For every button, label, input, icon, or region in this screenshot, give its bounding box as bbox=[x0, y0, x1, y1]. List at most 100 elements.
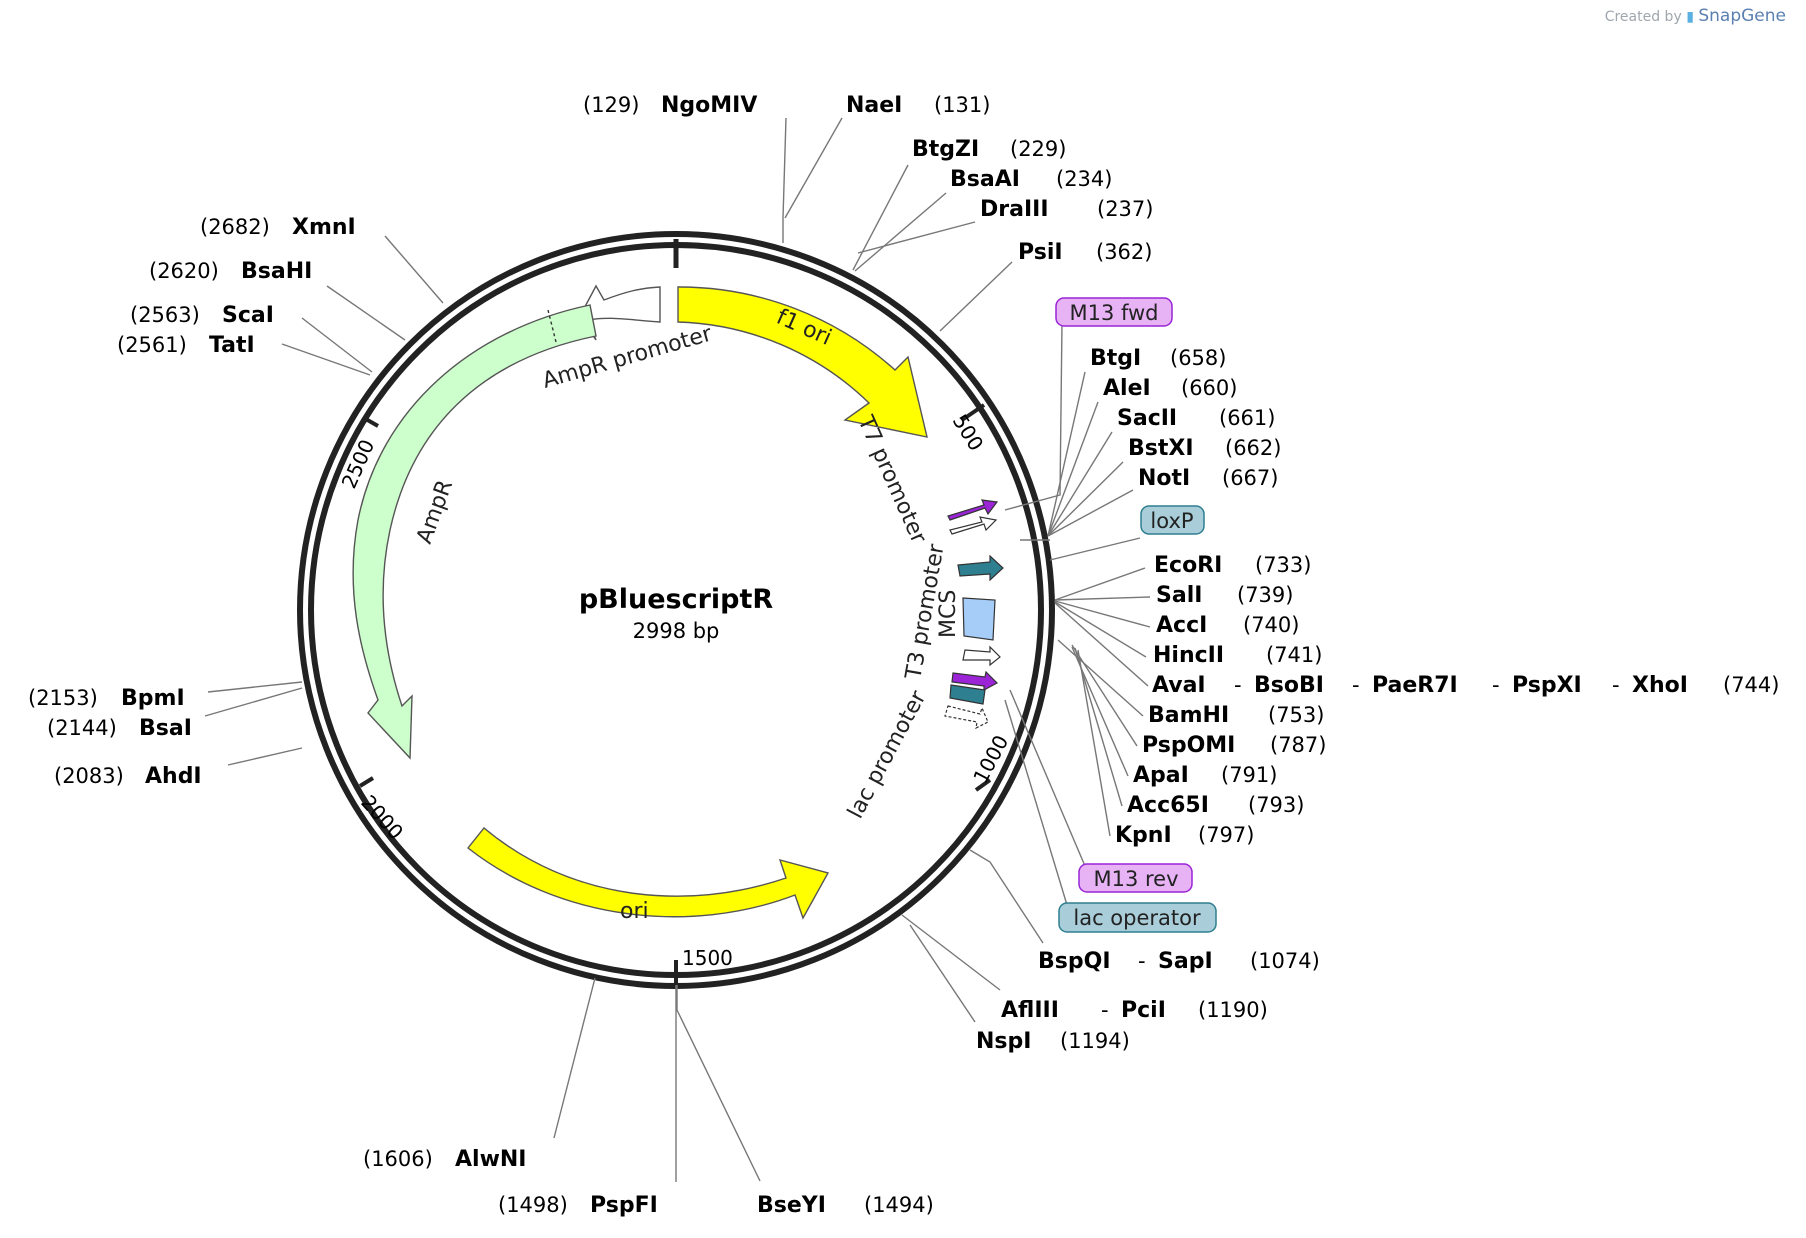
site-bsaai-name[interactable]: BsaAI bbox=[950, 167, 1020, 192]
site-xhoi-name[interactable]: XhoI bbox=[1632, 673, 1688, 698]
lac-promoter-arrow bbox=[944, 705, 989, 730]
site-bamhi-name[interactable]: BamHI bbox=[1148, 703, 1229, 728]
site-avai-dash-4: - bbox=[1612, 673, 1620, 697]
site-bsahi-pos: (2620) bbox=[149, 259, 219, 283]
site-draiii-name[interactable]: DraIII bbox=[980, 197, 1049, 222]
loxp-label: loxP bbox=[1150, 509, 1193, 533]
site-bseyi-name[interactable]: BseYI bbox=[757, 1193, 826, 1218]
loxp-feature-box[interactable]: loxP bbox=[1140, 505, 1205, 535]
site-bstxi-pos: (662) bbox=[1225, 436, 1281, 460]
site-scai-name[interactable]: ScaI bbox=[222, 303, 274, 328]
site-kpni-name[interactable]: KpnI bbox=[1115, 823, 1172, 848]
site-xmni-name[interactable]: XmnI bbox=[292, 215, 356, 240]
site-bamhi-pos: (753) bbox=[1268, 703, 1324, 727]
leader-m13-rev bbox=[1009, 689, 1086, 867]
plasmid-name: pBluescriptR bbox=[579, 584, 774, 615]
site-alei-name[interactable]: AleI bbox=[1103, 376, 1151, 401]
site-avai-dash-2: - bbox=[1352, 673, 1360, 697]
leader-noti bbox=[1047, 489, 1134, 537]
leader-bseyi bbox=[676, 985, 761, 1182]
m13-fwd-label: M13 fwd bbox=[1069, 301, 1158, 325]
site-alwni-name[interactable]: AlwNI bbox=[455, 1147, 527, 1172]
site-ahdi-name[interactable]: AhdI bbox=[145, 764, 202, 789]
site-sacii-name[interactable]: SacII bbox=[1117, 406, 1177, 431]
site-pspomi-name[interactable]: PspOMI bbox=[1142, 733, 1235, 758]
site-ecori-pos: (733) bbox=[1255, 553, 1311, 577]
t3-promoter-arrow bbox=[962, 645, 1001, 667]
snapgene-logo-icon: ▮ bbox=[1686, 9, 1694, 25]
leader-btgi bbox=[1047, 371, 1086, 537]
site-alwni-pos: (1606) bbox=[363, 1147, 433, 1171]
site-hincii-name[interactable]: HincII bbox=[1153, 643, 1224, 668]
site-apai-name[interactable]: ApaI bbox=[1133, 763, 1189, 788]
site-ngomiv-name[interactable]: NgoMIV bbox=[661, 93, 757, 118]
site-bsai-pos: (2144) bbox=[47, 716, 117, 740]
site-pspxi-name[interactable]: PspXI bbox=[1512, 673, 1582, 698]
site-bsobi-name[interactable]: BsoBI bbox=[1254, 673, 1324, 698]
site-avai-group-pos: (744) bbox=[1723, 673, 1779, 697]
site-sali-name[interactable]: SalI bbox=[1156, 583, 1202, 608]
lac-operator-feature-box[interactable]: lac operator bbox=[1058, 902, 1217, 933]
ori-feature[interactable] bbox=[467, 827, 830, 920]
tick-500-mark bbox=[960, 403, 986, 422]
site-xmni-pos: (2682) bbox=[200, 215, 270, 239]
ampr-promoter-feature[interactable] bbox=[579, 284, 661, 341]
ori-label: ori bbox=[620, 899, 649, 924]
ampr-feature[interactable] bbox=[352, 304, 597, 760]
t7-promoter-arrow bbox=[949, 516, 998, 535]
m13-rev-primer[interactable]: M13 rev bbox=[1078, 863, 1193, 893]
site-btgzi-name[interactable]: BtgZI bbox=[912, 137, 979, 162]
site-bseyi-pos: (1494) bbox=[864, 1193, 934, 1217]
site-naei-pos: (131) bbox=[934, 93, 990, 117]
m13-fwd-primer[interactable]: M13 fwd bbox=[1055, 297, 1173, 327]
leader-bsai bbox=[204, 687, 303, 717]
mcs-box bbox=[962, 597, 996, 641]
site-draiii-pos: (237) bbox=[1097, 197, 1153, 221]
site-noti-name[interactable]: NotI bbox=[1138, 466, 1190, 491]
leader-bspqi bbox=[969, 849, 1044, 944]
watermark-brand: SnapGene bbox=[1698, 6, 1786, 26]
site-pspfi-name[interactable]: PspFI bbox=[590, 1193, 658, 1218]
site-noti-pos: (667) bbox=[1222, 466, 1278, 490]
site-bspqi-name[interactable]: BspQI bbox=[1038, 949, 1111, 974]
plasmid-size: 2998 bp bbox=[633, 619, 720, 643]
site-nspi-name[interactable]: NspI bbox=[976, 1029, 1031, 1054]
leader-bsaai bbox=[854, 192, 947, 272]
leader-bsahi bbox=[326, 285, 406, 341]
site-psii-name[interactable]: PsiI bbox=[1018, 240, 1063, 265]
site-bspqi-sapi-pos: (1074) bbox=[1250, 949, 1320, 973]
site-bsahi-name[interactable]: BsaHI bbox=[241, 259, 312, 284]
site-btgi-name[interactable]: BtgI bbox=[1090, 346, 1141, 371]
loxp-arrow bbox=[957, 554, 1004, 582]
leader-bstxi bbox=[1047, 461, 1124, 537]
site-tati-name[interactable]: TatI bbox=[209, 333, 255, 358]
lac-promoter-label: lac promoter bbox=[843, 686, 932, 823]
site-afliii-name[interactable]: AflIII bbox=[1001, 998, 1059, 1023]
site-ecori-name[interactable]: EcoRI bbox=[1154, 553, 1222, 578]
site-bpmi-name[interactable]: BpmI bbox=[121, 686, 185, 711]
m13-fwd-arrow bbox=[947, 499, 999, 521]
leader-afliii bbox=[901, 914, 1001, 991]
site-acci-name[interactable]: AccI bbox=[1156, 613, 1207, 638]
tick-2500-mark bbox=[363, 416, 379, 428]
site-sapi-name[interactable]: SapI bbox=[1158, 949, 1213, 974]
site-afliii-dash: - bbox=[1101, 998, 1109, 1022]
leader-alei bbox=[1047, 401, 1099, 537]
leader-nspi bbox=[909, 924, 976, 1023]
site-tati-pos: (2561) bbox=[117, 333, 187, 357]
site-bsai-name[interactable]: BsaI bbox=[139, 716, 192, 741]
site-paer7i-name[interactable]: PaeR7I bbox=[1372, 673, 1458, 698]
leader-acci bbox=[1054, 600, 1151, 628]
leader-kpni bbox=[1077, 649, 1111, 837]
leader-sacii bbox=[1047, 431, 1113, 537]
site-kpni-pos: (797) bbox=[1198, 823, 1254, 847]
leader-loxp bbox=[1049, 537, 1141, 561]
site-acc65i-name[interactable]: Acc65I bbox=[1127, 793, 1209, 818]
site-naei-name[interactable]: NaeI bbox=[846, 93, 902, 118]
f1-ori-feature[interactable] bbox=[677, 286, 928, 438]
leader-bamhi bbox=[1057, 639, 1144, 717]
site-avai-name[interactable]: AvaI bbox=[1152, 673, 1206, 698]
site-pcii-name[interactable]: PciI bbox=[1121, 998, 1166, 1023]
site-bstxi-name[interactable]: BstXI bbox=[1128, 436, 1194, 461]
